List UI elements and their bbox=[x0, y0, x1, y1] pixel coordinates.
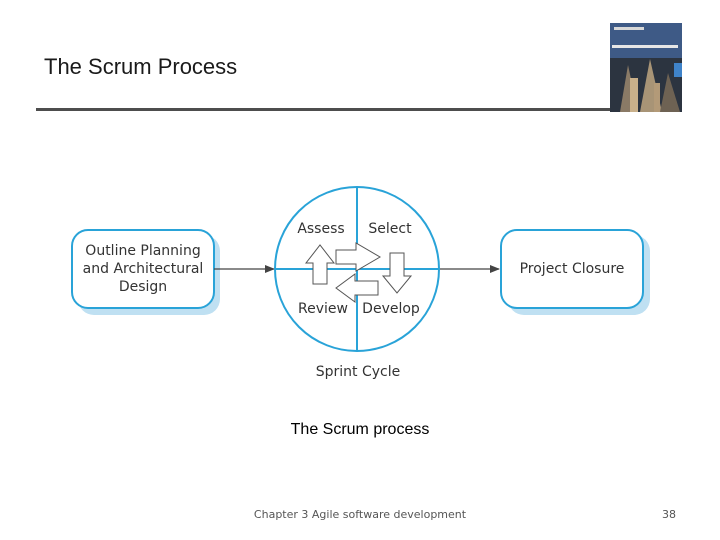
arrow-right-icon bbox=[335, 242, 381, 272]
quadrant-select: Select bbox=[368, 221, 412, 237]
figure-caption: The Scrum process bbox=[290, 421, 430, 438]
project-closure-label: Project Closure bbox=[520, 261, 625, 277]
quadrant-develop: Develop bbox=[362, 301, 420, 317]
outline-planning-line-2: and Architectural bbox=[83, 261, 204, 277]
quadrant-assess: Assess bbox=[297, 221, 344, 237]
project-closure-box: Project Closure bbox=[500, 229, 650, 315]
outline-planning-line-3: Design bbox=[119, 279, 167, 295]
arrow-left-icon bbox=[335, 273, 379, 303]
arrow-up-icon bbox=[304, 244, 336, 285]
quadrant-review: Review bbox=[298, 301, 348, 317]
slide-title: The Scrum Process bbox=[44, 54, 238, 79]
sprint-cycle-label: Sprint Cycle bbox=[316, 364, 401, 380]
outline-planning-line-1: Outline Planning bbox=[85, 243, 200, 259]
footer-chapter: Chapter 3 Agile software development bbox=[253, 508, 467, 521]
outline-planning-box: Outline Planning and Architectural Desig… bbox=[71, 229, 220, 315]
page-number: 38 bbox=[662, 508, 676, 521]
arrow-down-icon bbox=[381, 252, 413, 294]
book-cover-image bbox=[610, 23, 682, 112]
title-divider bbox=[36, 108, 610, 111]
